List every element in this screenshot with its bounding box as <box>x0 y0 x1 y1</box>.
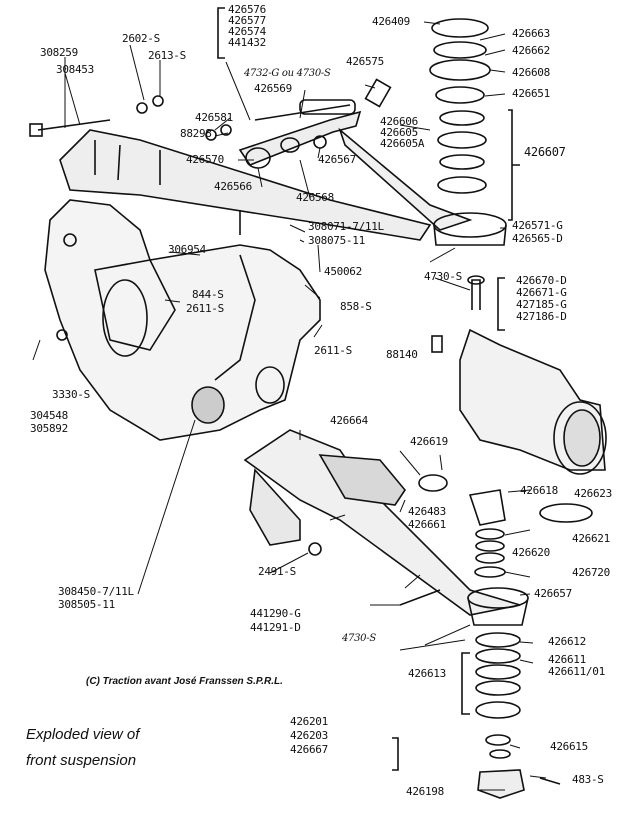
label-426566: 426566 <box>214 180 252 193</box>
label-426662: 426662 <box>512 44 550 57</box>
label-4732: 4732-G ou 4730-S <box>244 68 331 79</box>
label-2491: 2491-S <box>258 565 296 578</box>
label-844: 844-S <box>192 288 224 301</box>
label-426606: 426606 <box>380 115 418 128</box>
label-426667: 426667 <box>290 743 328 756</box>
caption-line-2: front suspension <box>26 752 137 769</box>
label-426576: 426576 <box>228 3 266 16</box>
label-88298: 88298 <box>180 127 212 140</box>
pivot-bolt <box>37 119 111 131</box>
label-427185: 427185-G <box>516 298 567 311</box>
label-426664: 426664 <box>330 414 368 427</box>
label-426605: 426605 <box>380 126 418 139</box>
bottom-cap <box>477 769 525 799</box>
label-304548: 304548 <box>30 409 68 422</box>
label-426574: 426574 <box>228 25 266 38</box>
label-441432: 441432 <box>228 36 266 49</box>
label-426613: 426613 <box>408 667 446 680</box>
label-stack-426606: 426606 426605 426605A <box>380 115 425 150</box>
label-426565: 426565-D <box>512 232 563 245</box>
label-88140: 88140 <box>386 348 418 361</box>
label-427186: 427186-D <box>516 310 567 323</box>
label-308453: 308453 <box>56 63 94 76</box>
label-426611: 426611 <box>548 653 586 666</box>
label-426621: 426621 <box>572 532 610 545</box>
label-426612: 426612 <box>548 635 586 648</box>
label-2613: 2613-S <box>148 49 186 62</box>
label-426570: 426570 <box>186 153 224 166</box>
chassis-bracket <box>44 199 321 441</box>
label-858: 858-S <box>340 300 372 313</box>
cross-member <box>59 129 432 241</box>
label-450062: 450062 <box>324 265 362 278</box>
label-3330: 3330-S <box>52 388 90 401</box>
label-308259: 308259 <box>40 46 78 59</box>
label-426657: 426657 <box>534 587 572 600</box>
label-426651: 426651 <box>512 87 550 100</box>
label-426618: 426618 <box>520 484 558 497</box>
label-4730-b: 4730-S <box>342 633 376 644</box>
label-426568: 426568 <box>296 191 334 204</box>
label-308075: 308075-11 <box>308 234 365 247</box>
label-426623: 426623 <box>574 487 612 500</box>
label-426483: 426483 <box>408 505 446 518</box>
label-308450: 308450-7/11L <box>58 585 134 598</box>
lower-arm <box>243 429 521 616</box>
label-426608: 426608 <box>512 66 550 79</box>
label-426619: 426619 <box>410 435 448 448</box>
label-426620: 426620 <box>512 546 550 559</box>
label-426671: 426671-G <box>516 286 567 299</box>
label-stack-426576: 426576 426577 426574 441432 <box>228 4 266 48</box>
label-426201: 426201 <box>290 715 328 728</box>
label-stack-426670: 426670-D 426671-G 427185-G 427186-D <box>516 275 567 323</box>
label-426569: 426569 <box>254 82 292 95</box>
label-4730: 4730-S <box>424 270 462 283</box>
caption-line-1: Exploded view of <box>26 726 140 743</box>
label-426577: 426577 <box>228 14 266 27</box>
label-2602: 2602-S <box>122 32 160 45</box>
label-426203: 426203 <box>290 729 328 742</box>
label-426581: 426581 <box>195 111 233 124</box>
label-483: 483-S <box>572 773 604 786</box>
label-2611-b: 2611-S <box>314 344 352 357</box>
label-426615: 426615 <box>550 740 588 753</box>
label-306954: 306954 <box>168 243 206 256</box>
label-426198: 426198 <box>406 785 444 798</box>
label-426611-01: 426611/01 <box>548 665 605 678</box>
label-2611-a: 2611-S <box>186 302 224 315</box>
copyright-notice: (C) Traction avant José Franssen S.P.R.L… <box>86 676 283 687</box>
label-441290: 441290-G <box>250 607 301 620</box>
label-426575: 426575 <box>346 55 384 68</box>
label-426567: 426567 <box>318 153 356 166</box>
dust-boot <box>468 489 506 526</box>
label-308071: 308071-7/11L <box>308 220 384 233</box>
label-426661: 426661 <box>408 518 446 531</box>
label-426571: 426571-G <box>512 219 563 232</box>
label-426607: 426607 <box>524 145 566 159</box>
label-426670: 426670-D <box>516 274 567 287</box>
label-426409: 426409 <box>372 15 410 28</box>
label-426663: 426663 <box>512 27 550 40</box>
label-308505: 308505-11 <box>58 598 115 611</box>
label-426605a: 426605A <box>380 137 425 150</box>
caption: Exploded view of front suspension <box>26 722 139 774</box>
label-426720: 426720 <box>572 566 610 579</box>
label-441291: 441291-D <box>250 621 301 634</box>
label-305892: 305892 <box>30 422 68 435</box>
